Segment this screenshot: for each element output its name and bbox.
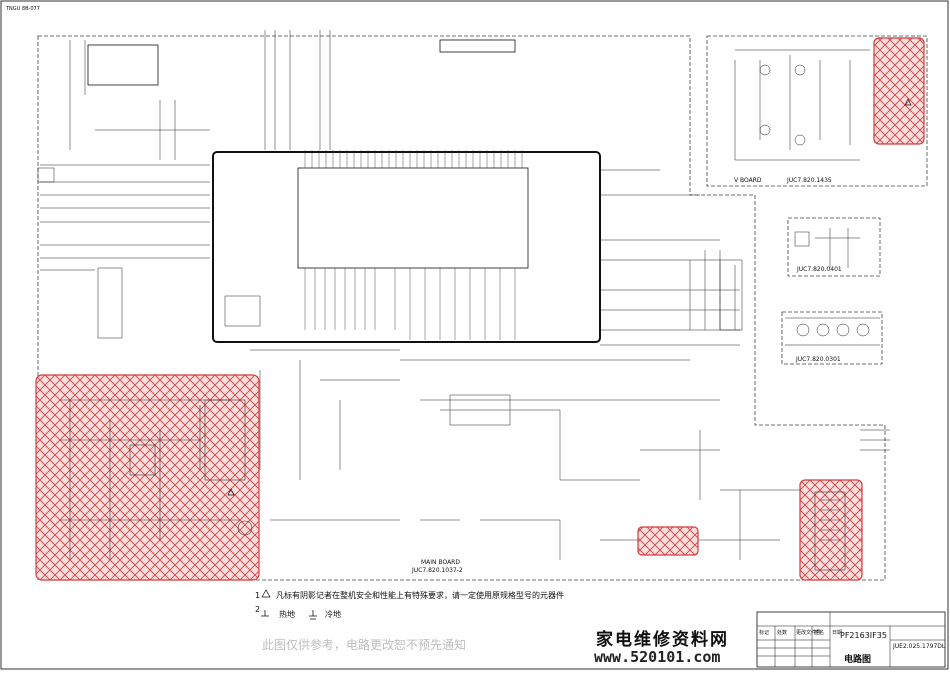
- note-2-cold-ground: 冷地: [325, 610, 341, 619]
- safety-region-crt: [873, 37, 925, 145]
- main-board-name: MAIN BOARD: [421, 559, 460, 566]
- board-0301-outline: [781, 311, 883, 365]
- board-0401-code: JUC7.820.0401: [797, 266, 842, 273]
- drawing-number: JUE2.025.1797DL: [893, 643, 946, 650]
- tb-header-mark: 标记: [759, 630, 770, 636]
- tb-header-sign: 签名: [814, 630, 825, 636]
- site-brand: 家电维修资料网: [596, 630, 729, 650]
- site-url: www.520101.com: [594, 648, 721, 666]
- board-0401-outline: [787, 217, 881, 277]
- note-1-index: 1: [255, 591, 261, 600]
- note-2-hot-ground: 热地: [279, 610, 295, 619]
- tb-header-docno: 更改文件号: [796, 630, 822, 636]
- v-board-code: JUC7.820.1435: [787, 177, 832, 184]
- drawing-name: 电路图: [844, 655, 872, 665]
- ground-symbols: [261, 610, 317, 620]
- main-ic-block: [212, 151, 601, 343]
- safety-region-hout: [637, 526, 699, 556]
- note-2-index: 2: [255, 605, 261, 614]
- disclaimer-watermark: 此图仅供参考，电路更改恕不预先通知: [262, 638, 467, 652]
- board-0301-code: JUC7.820.0301: [796, 356, 841, 363]
- note-1-text: 凡标有阴影记者在整机安全和性能上有特殊要求，请一定使用原规格型号的元器件: [276, 591, 564, 600]
- v-board-name: V BOARD: [734, 177, 762, 184]
- main-board-code: JUC7.820.1037-2: [412, 567, 463, 574]
- tb-header-count: 处数: [777, 630, 788, 636]
- tb-header-date: 日期: [832, 630, 843, 636]
- header-tag: TNGU 8B-077: [6, 6, 40, 12]
- model-number: PF2163IF35: [840, 631, 887, 640]
- v-board-outline: [706, 35, 928, 187]
- safety-region-power-supply: [35, 374, 260, 581]
- title-block: [756, 611, 946, 668]
- cpu-chip: [297, 167, 529, 269]
- main-board-outline: [37, 35, 886, 581]
